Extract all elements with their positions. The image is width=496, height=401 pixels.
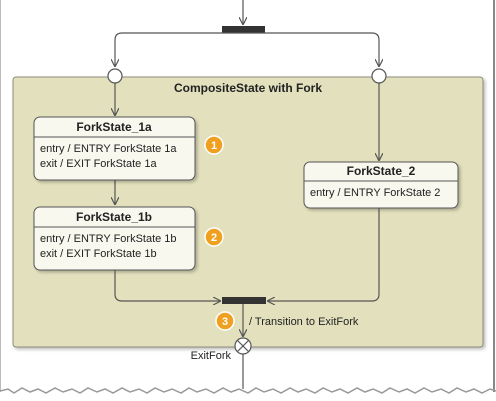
badge-2: 2: [204, 227, 224, 247]
fork-state-1b[interactable]: ForkState_1b entry / ENTRY ForkState 1b …: [33, 206, 196, 271]
fork-state-2-box: [303, 161, 459, 209]
entry-point-left[interactable]: [107, 68, 123, 84]
fork-state-1a-box: [33, 116, 196, 181]
composite-state-title: CompositeState with Fork: [174, 81, 322, 95]
fork-state-2-name: ForkState_2: [347, 164, 416, 178]
fork-state-2[interactable]: ForkState_2 entry / ENTRY ForkState 2: [303, 161, 459, 209]
fork-state-1a[interactable]: ForkState_1a entry / ENTRY ForkState 1a …: [33, 116, 196, 181]
badge-2-label: 2: [211, 232, 217, 244]
fork-branch-right: [243, 32, 379, 66]
join-branch-right: [268, 208, 380, 301]
fork-state-2-entry: entry / ENTRY ForkState 2: [310, 187, 440, 199]
fork-state-1b-name: ForkState_1b: [76, 210, 152, 224]
top-fork-bar[interactable]: [222, 26, 265, 33]
transition-label: / Transition to ExitFork: [249, 316, 359, 328]
badge-1: 1: [204, 135, 224, 155]
badge-1-label: 1: [211, 140, 217, 152]
exit-point[interactable]: [234, 337, 252, 355]
fork-state-1a-entry: entry / ENTRY ForkState 1a: [40, 143, 177, 155]
badge-3: 3: [215, 311, 235, 331]
join-bar[interactable]: [222, 297, 266, 304]
torn-edge: [0, 387, 496, 394]
join-branch-left: [114, 270, 220, 301]
fork-state-1a-name: ForkState_1a: [76, 120, 152, 134]
exit-point-label: ExitFork: [191, 350, 232, 362]
fork-state-1b-entry: entry / ENTRY ForkState 1b: [40, 233, 177, 245]
entry-point-right[interactable]: [371, 68, 387, 84]
fork-state-1b-exit: exit / EXIT ForkState 1b: [40, 248, 157, 260]
fork-branch-left: [115, 32, 243, 66]
fork-state-1a-exit: exit / EXIT ForkState 1a: [40, 158, 157, 170]
badge-3-label: 3: [222, 316, 228, 328]
